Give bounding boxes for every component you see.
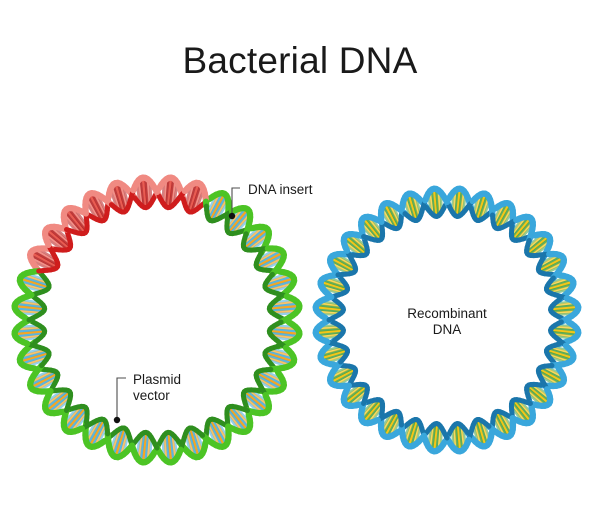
plasmid-dna-ring: [11, 174, 303, 466]
dna-insert-leader-line: [231, 187, 240, 216]
plasmid-vector-label-line1: Plasmid: [133, 372, 181, 387]
recombinant-dna-ring: [312, 185, 582, 455]
recombinant-label-line2: DNA: [433, 322, 462, 337]
plasmid-vector-callout: Plasmid vector: [113, 372, 181, 424]
plasmid-vector-label-line2: vector: [133, 388, 170, 403]
plasmid-vector-anchor-dot: [113, 416, 121, 424]
plasmid-vector-leader-line: [116, 377, 126, 420]
dna-insert-anchor-dot: [228, 212, 236, 220]
recombinant-label-line1: Recombinant: [407, 306, 487, 321]
recombinant-dna-center-label: Recombinant DNA: [407, 306, 487, 337]
dna-insert-callout: DNA insert: [228, 182, 313, 220]
dna-insert-label: DNA insert: [248, 182, 313, 197]
page-title: Bacterial DNA: [182, 40, 418, 81]
